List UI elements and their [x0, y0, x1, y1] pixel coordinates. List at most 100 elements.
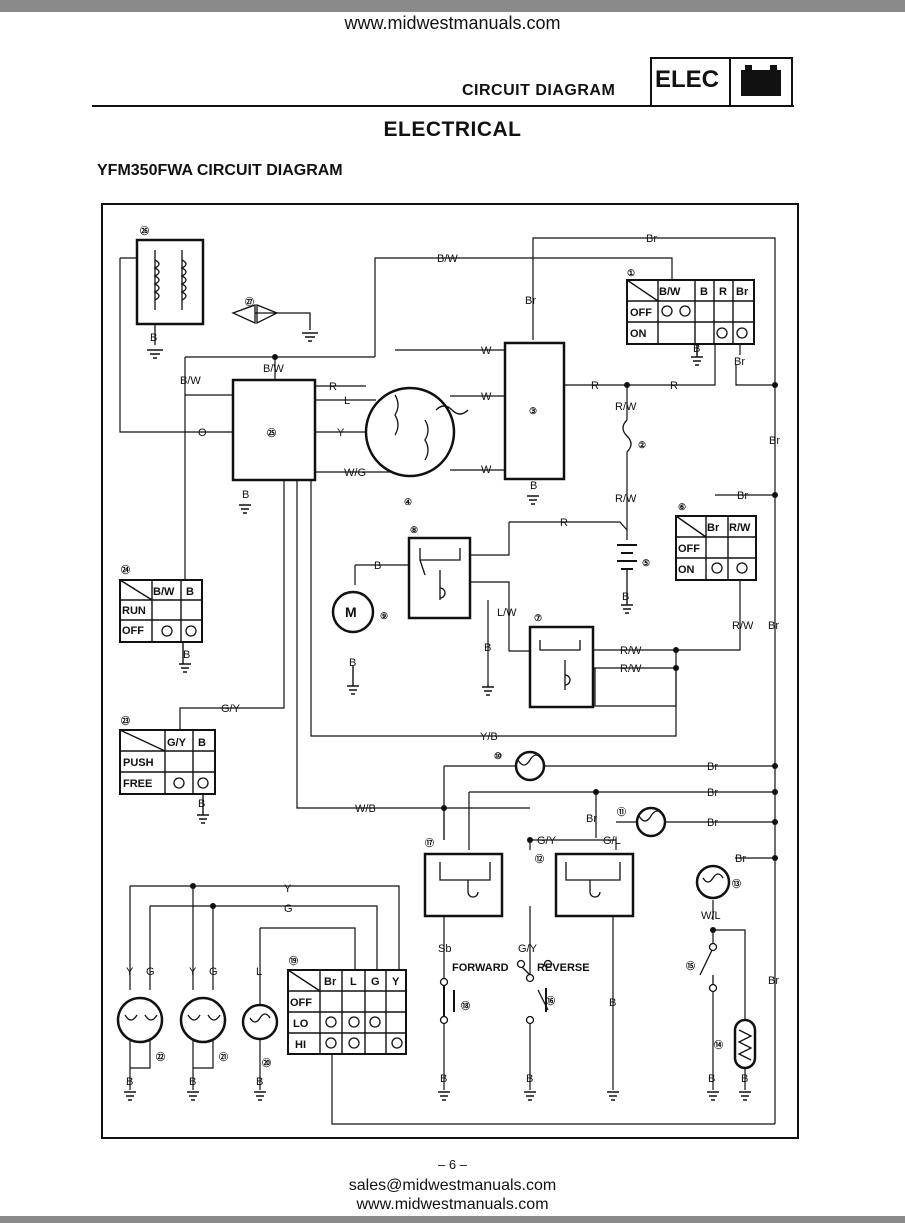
elec-tab-label: ELEC: [655, 66, 720, 93]
main-switch-col: R: [719, 286, 727, 298]
footer-email[interactable]: sales@midwestmanuals.com: [348, 1177, 557, 1194]
light-switch-col: R/W: [729, 522, 751, 534]
dimmer-row: HI: [295, 1039, 306, 1051]
wire-label: B: [440, 1073, 447, 1085]
light-switch-table: [675, 515, 757, 581]
section-title: ELECTRICAL: [383, 118, 522, 141]
top-bar: [0, 0, 905, 12]
forward-label: FORWARD: [452, 962, 509, 974]
component-number-8: ⑧: [410, 525, 418, 535]
dimmer-col: G: [371, 976, 380, 988]
switch-contacts: [439, 942, 718, 1025]
page-number: – 6 –: [438, 1157, 467, 1172]
component-number-24: ㉔: [121, 564, 130, 575]
headlight-21: [179, 996, 227, 1044]
ac-magneto: [364, 386, 456, 478]
motor-label: M: [345, 604, 357, 620]
wire-label: G: [284, 903, 293, 915]
wire-label: Br: [646, 233, 657, 245]
elec-tab-divider: [729, 57, 731, 107]
component-number-17: ⑰: [425, 837, 434, 848]
wire-label: B: [609, 997, 616, 1009]
component-number-14: ⑭: [714, 1039, 723, 1050]
indicator-lamp-13: [695, 864, 731, 900]
wire-label: Y: [126, 966, 134, 978]
wire-label: R/W: [620, 645, 642, 657]
headlight-22: [116, 996, 164, 1044]
wire-label: Br: [768, 620, 779, 632]
component-number-7: ⑦: [534, 613, 542, 623]
main-switch-row: ON: [630, 328, 647, 340]
wire-label: B/W: [437, 253, 458, 265]
wire-label: B: [242, 489, 249, 501]
wire-label: G/Y: [537, 835, 557, 847]
component-number-6: ⑥: [678, 502, 686, 512]
component-number-19: ⑲: [289, 955, 298, 966]
battery-icon: [741, 65, 781, 96]
start-switch-col: B: [198, 737, 206, 749]
main-switch-col: B: [700, 286, 708, 298]
footer-site-url[interactable]: www.midwestmanuals.com: [356, 1196, 549, 1213]
wire-label: B: [198, 798, 205, 810]
wire-label: Br: [768, 975, 779, 987]
wire-label: W: [481, 391, 492, 403]
component-number-25: ㉕: [267, 427, 276, 438]
wire-label: R/W: [615, 493, 637, 505]
component-number-2: ②: [638, 440, 646, 450]
header-site-url[interactable]: www.midwestmanuals.com: [344, 13, 561, 33]
switch-tables: [119, 279, 757, 1055]
start-switch-col: G/Y: [167, 737, 187, 749]
component-number-11: ⑪: [617, 806, 626, 817]
cdi-unit: [231, 378, 317, 482]
dimmer-row: LO: [293, 1018, 309, 1030]
wire-label: B: [349, 657, 356, 669]
bottom-bar: [0, 1216, 905, 1223]
reverse-label: REVERSE: [537, 962, 590, 974]
wire-label: Y/B: [480, 731, 498, 743]
wire-label: G/L: [603, 835, 621, 847]
wire-label: R/W: [732, 620, 754, 632]
wire-label: G/Y: [518, 943, 538, 955]
engine-stop-row: RUN: [122, 605, 146, 617]
component-number-20: ⑳: [262, 1057, 271, 1068]
component-number-9: ⑨: [380, 611, 388, 621]
wire-label: L: [256, 966, 262, 978]
wire-label: L: [344, 395, 350, 407]
wire-label: Sb: [438, 943, 451, 955]
light-switch-col: Br: [707, 522, 720, 534]
wire-label: Br: [707, 817, 718, 829]
component-number-10: ⑩: [494, 751, 502, 761]
component-number-3: ③: [529, 406, 537, 416]
wire-label: Br: [769, 435, 780, 447]
wire-label: G: [146, 966, 155, 978]
tail-lamp-20: [241, 1003, 279, 1041]
ignition-coil-box: [135, 238, 205, 326]
main-switch-col: B/W: [659, 286, 681, 298]
wire-label: B: [484, 642, 491, 654]
wire-label: O: [198, 427, 207, 439]
wire-label: B: [693, 343, 700, 355]
wiring: [101, 203, 799, 1139]
component-number-21: ㉑: [219, 1051, 228, 1062]
wire-labels: Br B/W Br B B/W B/W W W W R L Y W/G O B …: [126, 233, 780, 1088]
starter-cut-relay: [528, 625, 595, 709]
wire-label: Br: [525, 295, 536, 307]
wire-label: B: [150, 332, 157, 344]
wire-label: W/L: [701, 910, 721, 922]
component-number-18: ⑱: [461, 1000, 470, 1011]
wire-label: B: [622, 591, 629, 603]
wire-label: B: [374, 560, 381, 572]
component-number-4: ④: [404, 497, 412, 507]
wire-label: R: [670, 380, 678, 392]
thermo-switch-14: [733, 1018, 757, 1070]
dimmer-col: L: [350, 976, 357, 988]
wire-label: Br: [586, 813, 597, 825]
start-switch-row: PUSH: [123, 757, 154, 769]
light-switch-row: ON: [678, 564, 695, 576]
wire-label: Y: [284, 883, 292, 895]
component-number-16: ⑯: [546, 995, 555, 1006]
diagram-frame: [101, 203, 799, 1139]
engine-stop-col: B: [186, 586, 194, 598]
wire-label: Br: [707, 787, 718, 799]
engine-stop-col: B/W: [153, 586, 175, 598]
